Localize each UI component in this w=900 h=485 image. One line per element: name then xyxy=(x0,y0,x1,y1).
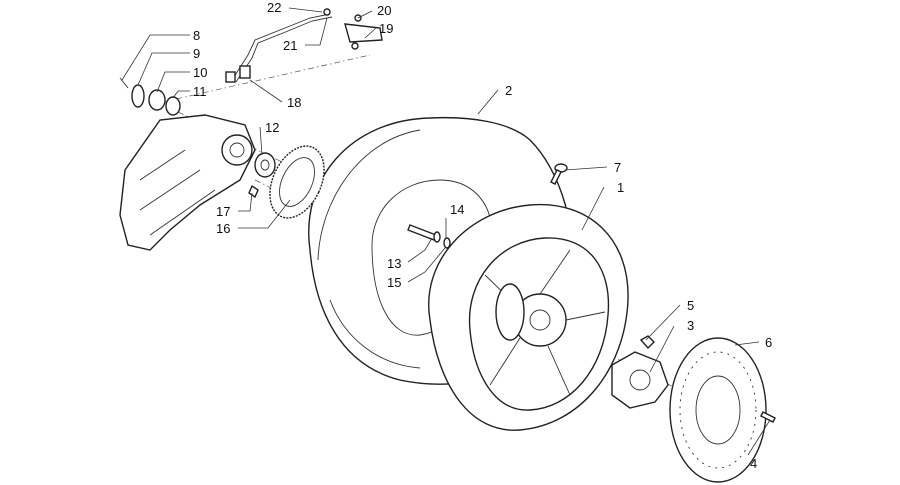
disc-hub xyxy=(611,335,669,409)
callout-20: 20 xyxy=(377,3,391,18)
callout-5: 5 xyxy=(687,298,694,313)
callout-13: 13 xyxy=(387,256,401,271)
callout-6: 6 xyxy=(765,335,772,350)
brake-disc xyxy=(669,337,767,483)
callout-12: 12 xyxy=(265,120,279,135)
spacer xyxy=(254,152,276,178)
callout-18: 18 xyxy=(287,95,301,110)
callout-8: 8 xyxy=(193,28,200,43)
disc-screw xyxy=(760,411,776,423)
callout-15: 15 xyxy=(387,275,401,290)
callout-16: 16 xyxy=(216,221,230,236)
callout-7: 7 xyxy=(614,160,621,175)
callout-10: 10 xyxy=(193,65,207,80)
callout-2: 2 xyxy=(505,83,512,98)
sensor-cable xyxy=(225,13,333,83)
callout-1: 1 xyxy=(617,180,624,195)
wheel-bolt xyxy=(550,163,568,185)
callout-4: 4 xyxy=(750,456,757,471)
swingarm xyxy=(119,114,256,251)
abs-tone-ring xyxy=(269,145,325,219)
callout-labels: 1 2 3 4 5 6 7 8 9 10 11 12 13 14 15 16 1… xyxy=(193,0,772,471)
axle-bolt xyxy=(407,224,451,249)
callout-14: 14 xyxy=(450,202,464,217)
bearing-stack xyxy=(119,77,181,116)
screw xyxy=(248,184,259,199)
callout-21: 21 xyxy=(283,38,297,53)
callout-17: 17 xyxy=(216,204,230,219)
leader-lines xyxy=(121,7,771,456)
callout-3: 3 xyxy=(687,318,694,333)
sensor-bracket xyxy=(323,8,383,50)
callout-22: 22 xyxy=(267,0,281,15)
callout-11: 11 xyxy=(193,84,207,99)
callout-9: 9 xyxy=(193,46,200,61)
callout-19: 19 xyxy=(379,21,393,36)
wheel-rim xyxy=(428,203,629,431)
